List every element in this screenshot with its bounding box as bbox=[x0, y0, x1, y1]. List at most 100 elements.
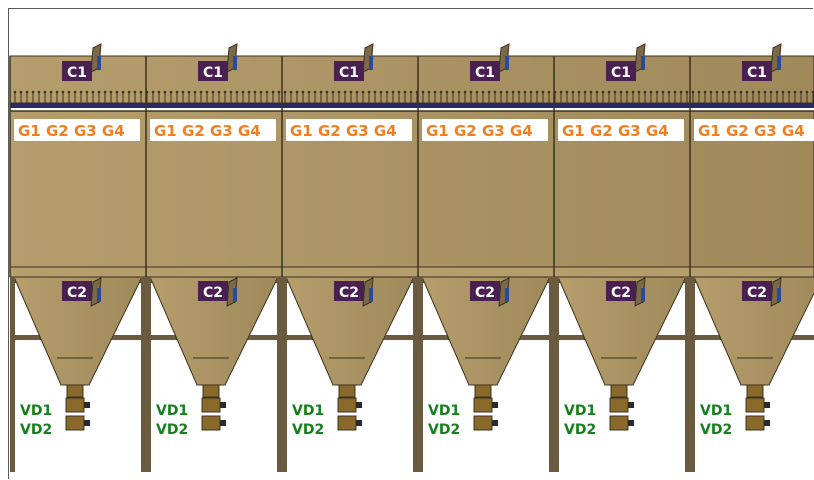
roof-peg-head bbox=[751, 90, 755, 94]
sensor-clip bbox=[369, 288, 373, 302]
roof-peg-head bbox=[313, 90, 317, 94]
roof-peg-head bbox=[391, 90, 395, 94]
hopper-cone bbox=[421, 276, 551, 386]
top-sensor-label: C1 bbox=[611, 65, 631, 81]
roof-peg-head bbox=[343, 90, 347, 94]
roof-peg-head bbox=[307, 90, 311, 94]
sensor-clip bbox=[97, 56, 101, 70]
valve-actuator bbox=[492, 420, 498, 426]
support-leg bbox=[413, 277, 418, 472]
roof-peg-head bbox=[439, 90, 443, 94]
roof-peg-head bbox=[601, 90, 605, 94]
roof-peg-head bbox=[613, 90, 617, 94]
roof-peg-head bbox=[775, 90, 779, 94]
roof-peg-head bbox=[643, 90, 647, 94]
sensor-clip bbox=[777, 56, 781, 70]
roof-peg-head bbox=[583, 90, 587, 94]
roof-peg-head bbox=[811, 90, 814, 94]
roof-peg-head bbox=[409, 90, 413, 94]
roof-peg-head bbox=[451, 90, 455, 94]
valve-body bbox=[474, 384, 492, 398]
valve-body bbox=[745, 397, 765, 413]
valve-body bbox=[337, 397, 357, 413]
valve-body bbox=[609, 415, 629, 431]
roof-peg-head bbox=[637, 90, 641, 94]
sensor-label-bg bbox=[334, 281, 364, 301]
gauge-label-bg bbox=[14, 119, 140, 141]
support-leg bbox=[146, 277, 151, 472]
valve-body bbox=[202, 384, 220, 398]
support-leg bbox=[282, 277, 287, 472]
roof-peg-head bbox=[175, 90, 179, 94]
sensor-label-bg bbox=[198, 281, 228, 301]
roof-peg-head bbox=[535, 90, 539, 94]
roof-peg-head bbox=[709, 90, 713, 94]
valve-label-vd2: VD2 bbox=[428, 422, 460, 438]
roof-peg-head bbox=[25, 90, 29, 94]
roof-peg-head bbox=[241, 90, 245, 94]
roof-peg-head bbox=[505, 90, 509, 94]
sensor-label-bg bbox=[62, 61, 92, 81]
roof-peg-head bbox=[559, 90, 563, 94]
roof-peg-head bbox=[325, 90, 329, 94]
diagram-frame bbox=[8, 8, 813, 479]
roof-peg-head bbox=[79, 90, 83, 94]
roof-peg-head bbox=[445, 90, 449, 94]
valve-body bbox=[745, 415, 765, 431]
sensor-clip bbox=[369, 56, 373, 70]
roof-peg-head bbox=[673, 90, 677, 94]
valve-actuator bbox=[764, 402, 770, 408]
roof-peg-head bbox=[43, 90, 47, 94]
hopper-cone bbox=[149, 276, 279, 386]
roof-peg-head bbox=[547, 90, 551, 94]
roof-peg-head bbox=[277, 90, 281, 94]
sensor-label-bg bbox=[198, 61, 228, 81]
valve-label-vd2: VD2 bbox=[156, 422, 188, 438]
sensor-clip bbox=[233, 56, 237, 70]
bottom-sensor-label: C2 bbox=[611, 285, 631, 301]
roof-peg-head bbox=[91, 90, 95, 94]
valve-body bbox=[746, 384, 764, 398]
valve-body bbox=[609, 397, 629, 413]
roof-peg-head bbox=[745, 90, 749, 94]
bottom-sensor-label: C2 bbox=[67, 285, 87, 301]
valve-label-vd2: VD2 bbox=[20, 422, 52, 438]
roof-peg-head bbox=[235, 90, 239, 94]
roof-peg-head bbox=[481, 90, 485, 94]
roof-peg-head bbox=[367, 90, 371, 94]
roof-peg-head bbox=[487, 90, 491, 94]
roof-peg-head bbox=[211, 90, 215, 94]
roof-peg-head bbox=[379, 90, 383, 94]
support-leg bbox=[418, 277, 423, 472]
gauge-labels: G1 G2 G3 G4 bbox=[18, 122, 125, 140]
roof-peg-head bbox=[103, 90, 107, 94]
sensor-label-bg bbox=[742, 281, 772, 301]
valve-label-vd2: VD2 bbox=[700, 422, 732, 438]
roof-peg-head bbox=[691, 90, 695, 94]
roof-peg-head bbox=[217, 90, 221, 94]
roof-peg-head bbox=[289, 90, 293, 94]
support-leg bbox=[277, 277, 282, 472]
valve-actuator bbox=[220, 402, 226, 408]
roof-peg-head bbox=[37, 90, 41, 94]
roof-peg-head bbox=[157, 90, 161, 94]
sensor-clip bbox=[641, 56, 645, 70]
sensor-clip bbox=[641, 288, 645, 302]
roof-peg-head bbox=[139, 90, 143, 94]
roof-peg-head bbox=[67, 90, 71, 94]
valve-label-vd1: VD1 bbox=[700, 403, 732, 419]
sensor-clip bbox=[777, 288, 781, 302]
roof-peg-head bbox=[715, 90, 719, 94]
bottom-sensor-label: C2 bbox=[747, 285, 767, 301]
roof-peg-head bbox=[265, 90, 269, 94]
roof-peg-head bbox=[181, 90, 185, 94]
roof-peg-head bbox=[565, 90, 569, 94]
gauge-label-bg bbox=[558, 119, 684, 141]
roof-peg-head bbox=[595, 90, 599, 94]
bottom-sensor-label: C2 bbox=[203, 285, 223, 301]
